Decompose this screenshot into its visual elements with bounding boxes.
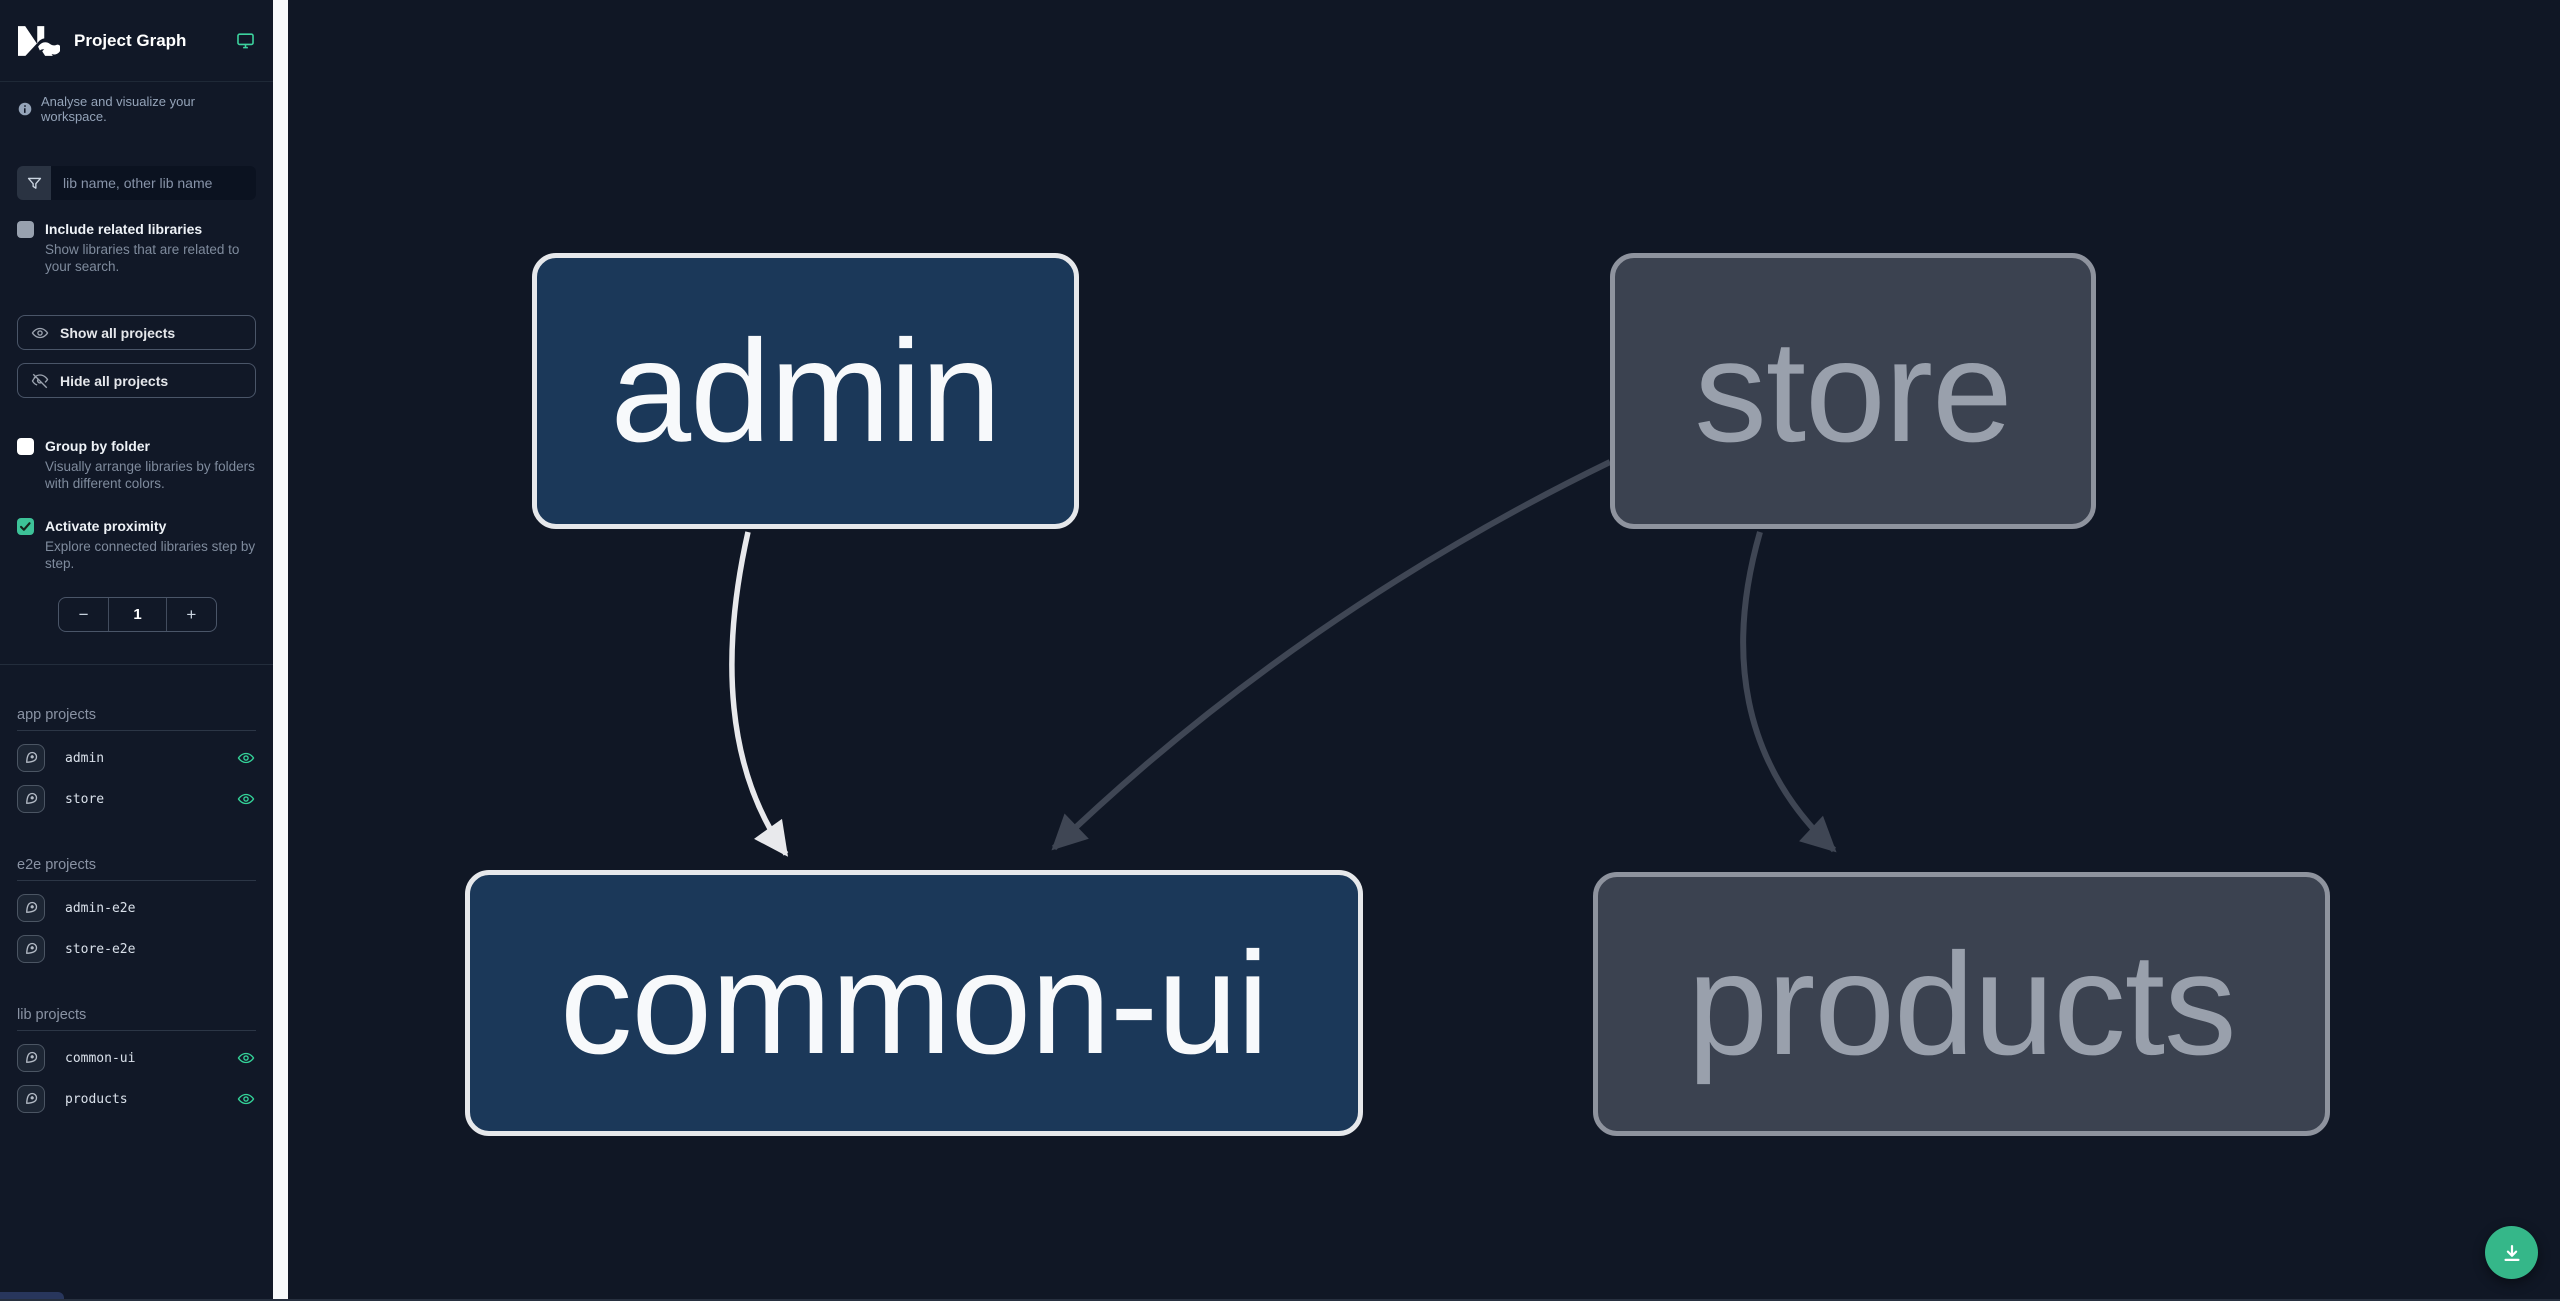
bottom-left-scroll-indicator xyxy=(0,1292,64,1301)
graph-node-admin[interactable]: admin xyxy=(532,253,1079,529)
graph-node-products[interactable]: products xyxy=(1593,872,2330,1136)
section-heading: lib projects xyxy=(17,1007,256,1031)
node-label: store xyxy=(1694,309,2012,472)
focus-project-button[interactable] xyxy=(17,935,45,963)
focus-icon xyxy=(26,1092,38,1104)
node-label: products xyxy=(1687,922,2236,1085)
sidebar-divider xyxy=(0,664,273,665)
toggle-visibility-eye-icon[interactable] xyxy=(236,1048,256,1068)
filter-input[interactable] xyxy=(51,166,256,200)
edge-admin-to-common-ui xyxy=(729,531,789,857)
project-row-store-e2e: store-e2e xyxy=(17,935,256,963)
project-name: common-ui xyxy=(65,1050,136,1066)
project-name: admin xyxy=(65,750,105,766)
graph-canvas[interactable]: admin store common-ui products xyxy=(288,0,2560,1301)
toggle-visibility-eye-icon[interactable] xyxy=(236,748,256,768)
focus-icon xyxy=(26,901,38,913)
focus-project-button[interactable] xyxy=(17,785,45,813)
show-all-label: Show all projects xyxy=(60,324,176,341)
focus-project-button[interactable] xyxy=(17,744,45,772)
funnel-icon xyxy=(17,166,51,200)
checkbox-description: Explore connected libraries step by step… xyxy=(45,539,256,571)
project-row-products: products xyxy=(17,1085,256,1113)
project-row-store: store xyxy=(17,785,256,813)
tagline-text: Analyse and visualize your workspace. xyxy=(41,94,195,124)
project-row-common-ui: common-ui xyxy=(17,1044,256,1072)
project-name: store-e2e xyxy=(65,941,136,957)
sidebar-header: Project Graph xyxy=(0,0,273,82)
download-graph-button[interactable] xyxy=(2485,1226,2538,1279)
download-icon xyxy=(2503,1244,2520,1261)
section-heading: e2e projects xyxy=(17,857,256,881)
checkbox-label: Activate proximity xyxy=(45,518,167,534)
checkbox-include-related[interactable]: Include related libraries Show libraries… xyxy=(17,220,256,275)
proximity-value: 1 xyxy=(108,598,167,631)
focus-project-button[interactable] xyxy=(17,1085,45,1113)
checkbox-group-by-folder[interactable]: Group by folder Visually arrange librari… xyxy=(17,437,256,492)
section-lib-projects: lib projects common-ui xyxy=(17,1007,256,1113)
edge-store-to-products xyxy=(1740,531,1837,853)
toggle-visibility-eye-icon[interactable] xyxy=(236,1089,256,1109)
sidebar-resizer-handle[interactable] xyxy=(273,0,288,1301)
tagline: Analyse and visualize your workspace. xyxy=(0,94,273,124)
focus-project-button[interactable] xyxy=(17,1044,45,1072)
edge-store-to-common-ui xyxy=(1051,459,1612,851)
project-row-admin: admin xyxy=(17,744,256,772)
sidebar: Project Graph Analyse and visualize your… xyxy=(0,0,273,1301)
proximity-stepper: − 1 + xyxy=(58,597,217,632)
monitor-icon xyxy=(237,33,254,49)
project-name: admin-e2e xyxy=(65,900,136,916)
hide-all-label: Hide all projects xyxy=(60,372,169,389)
graph-node-store[interactable]: store xyxy=(1610,253,2096,529)
section-heading: app projects xyxy=(17,707,256,731)
checkbox-label: Group by folder xyxy=(45,438,150,454)
checkbox-description: Visually arrange libraries by folders wi… xyxy=(45,459,255,491)
nx-logo-icon xyxy=(18,25,60,56)
info-icon xyxy=(18,102,32,116)
show-all-projects-button[interactable]: Show all projects xyxy=(17,315,256,350)
project-row-admin-e2e: admin-e2e xyxy=(17,894,256,922)
node-label: common-ui xyxy=(559,921,1269,1084)
checkbox-label: Include related libraries xyxy=(45,221,203,237)
checkbox-box-checked[interactable] xyxy=(17,518,34,535)
graph-node-common-ui[interactable]: common-ui xyxy=(465,870,1363,1136)
checkbox-description: Show libraries that are related to your … xyxy=(45,242,240,274)
focus-icon xyxy=(26,942,38,954)
eye-icon xyxy=(31,327,49,338)
filter-box xyxy=(17,166,256,200)
check-icon xyxy=(19,522,31,531)
focus-project-button[interactable] xyxy=(17,894,45,922)
focus-icon xyxy=(26,1051,38,1063)
section-e2e-projects: e2e projects admin-e2e store-e2e xyxy=(17,857,256,963)
node-label: admin xyxy=(610,309,1002,472)
checkbox-box[interactable] xyxy=(17,438,34,455)
proximity-increment-button[interactable]: + xyxy=(167,598,216,631)
toggle-visibility-eye-icon[interactable] xyxy=(236,789,256,809)
eye-off-icon xyxy=(31,373,49,388)
hide-all-projects-button[interactable]: Hide all projects xyxy=(17,363,256,398)
project-name: store xyxy=(65,791,105,807)
graph-edges xyxy=(729,459,1837,857)
focus-icon xyxy=(26,792,38,804)
checkbox-activate-proximity[interactable]: Activate proximity Explore connected lib… xyxy=(17,517,256,572)
proximity-decrement-button[interactable]: − xyxy=(59,598,108,631)
section-app-projects: app projects admin sto xyxy=(17,707,256,813)
focus-icon xyxy=(26,751,38,763)
window-bottom-edge xyxy=(0,1299,2560,1301)
project-name: products xyxy=(65,1091,128,1107)
checkbox-box[interactable] xyxy=(17,221,34,238)
app-title: Project Graph xyxy=(74,30,187,50)
